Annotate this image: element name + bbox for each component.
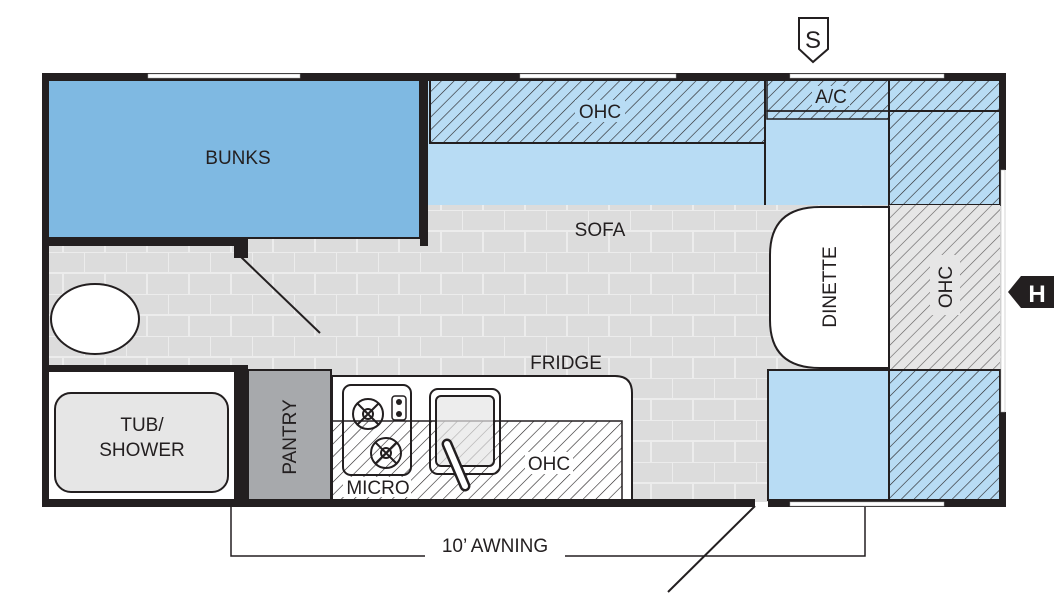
street-side-marker (798, 17, 829, 64)
stove (342, 384, 412, 476)
windows (147, 73, 1006, 507)
pantry-label: PANTRY (280, 399, 301, 475)
street-side-label: S (805, 27, 821, 54)
toilet (50, 283, 140, 355)
ohc-kitchen-label: OHC (528, 454, 570, 475)
ohc-top-label: OHC (579, 102, 621, 123)
dinette-table (769, 206, 890, 369)
burner-icon (352, 398, 402, 469)
dinette-label: DINETTE (820, 246, 841, 327)
hitch-label: H (1028, 281, 1045, 308)
ohc-right-label: OHC (936, 266, 957, 308)
awning-label: 10’ AWNING (442, 536, 548, 557)
bunks-label: BUNKS (205, 148, 270, 169)
pantry (247, 369, 332, 503)
tub-label-1: TUB/ (120, 415, 164, 436)
ohc-top-right (888, 79, 1001, 206)
bunks (47, 79, 421, 239)
tub-label-2: SHOWER (99, 440, 185, 461)
tub-shower (54, 392, 229, 493)
ac-label: A/C (815, 87, 847, 108)
sofa-label: SOFA (575, 220, 626, 241)
fridge-label: FRIDGE (530, 353, 602, 374)
hitch-marker (1008, 276, 1054, 308)
bathroom-door[interactable] (239, 255, 321, 334)
ohc-bottom-right (888, 369, 1001, 501)
micro-label: MICRO (346, 478, 409, 499)
entry-door[interactable] (667, 505, 756, 593)
